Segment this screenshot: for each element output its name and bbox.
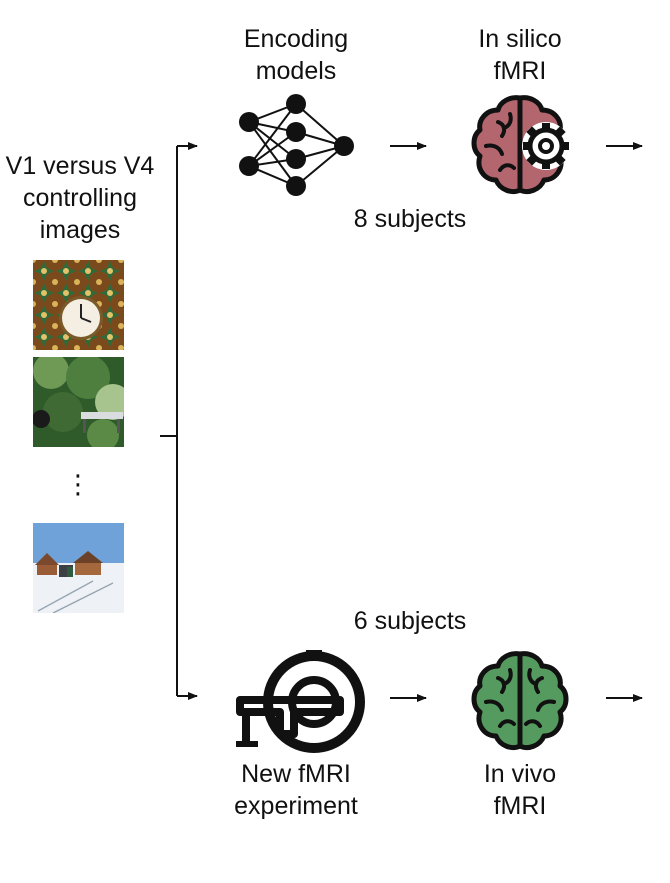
insilico-subjects: 8 subjects [353, 205, 467, 233]
flow-arrows [390, 142, 643, 702]
branch-connector [160, 142, 198, 700]
invivo-label: In vivo fMRI [483, 760, 557, 820]
clock-tile-image [33, 260, 124, 350]
encoding-models-label: Encoding models [243, 25, 349, 85]
snow-scene-image [33, 523, 124, 613]
insilico-label: In silico fMRI [478, 25, 562, 85]
experiment-label: New fMRI experiment [234, 760, 358, 820]
neural-network-icon [239, 94, 354, 196]
images-label: V1 versus V4 controlling images [5, 152, 155, 244]
mri-scanner-icon [236, 650, 365, 753]
ellipsis: ⋮ [65, 469, 91, 499]
invivo-subjects: 6 subjects [353, 607, 467, 635]
brain-gear-icon [471, 95, 570, 195]
brain-icon [471, 651, 569, 751]
tree-bench-image [33, 357, 124, 447]
